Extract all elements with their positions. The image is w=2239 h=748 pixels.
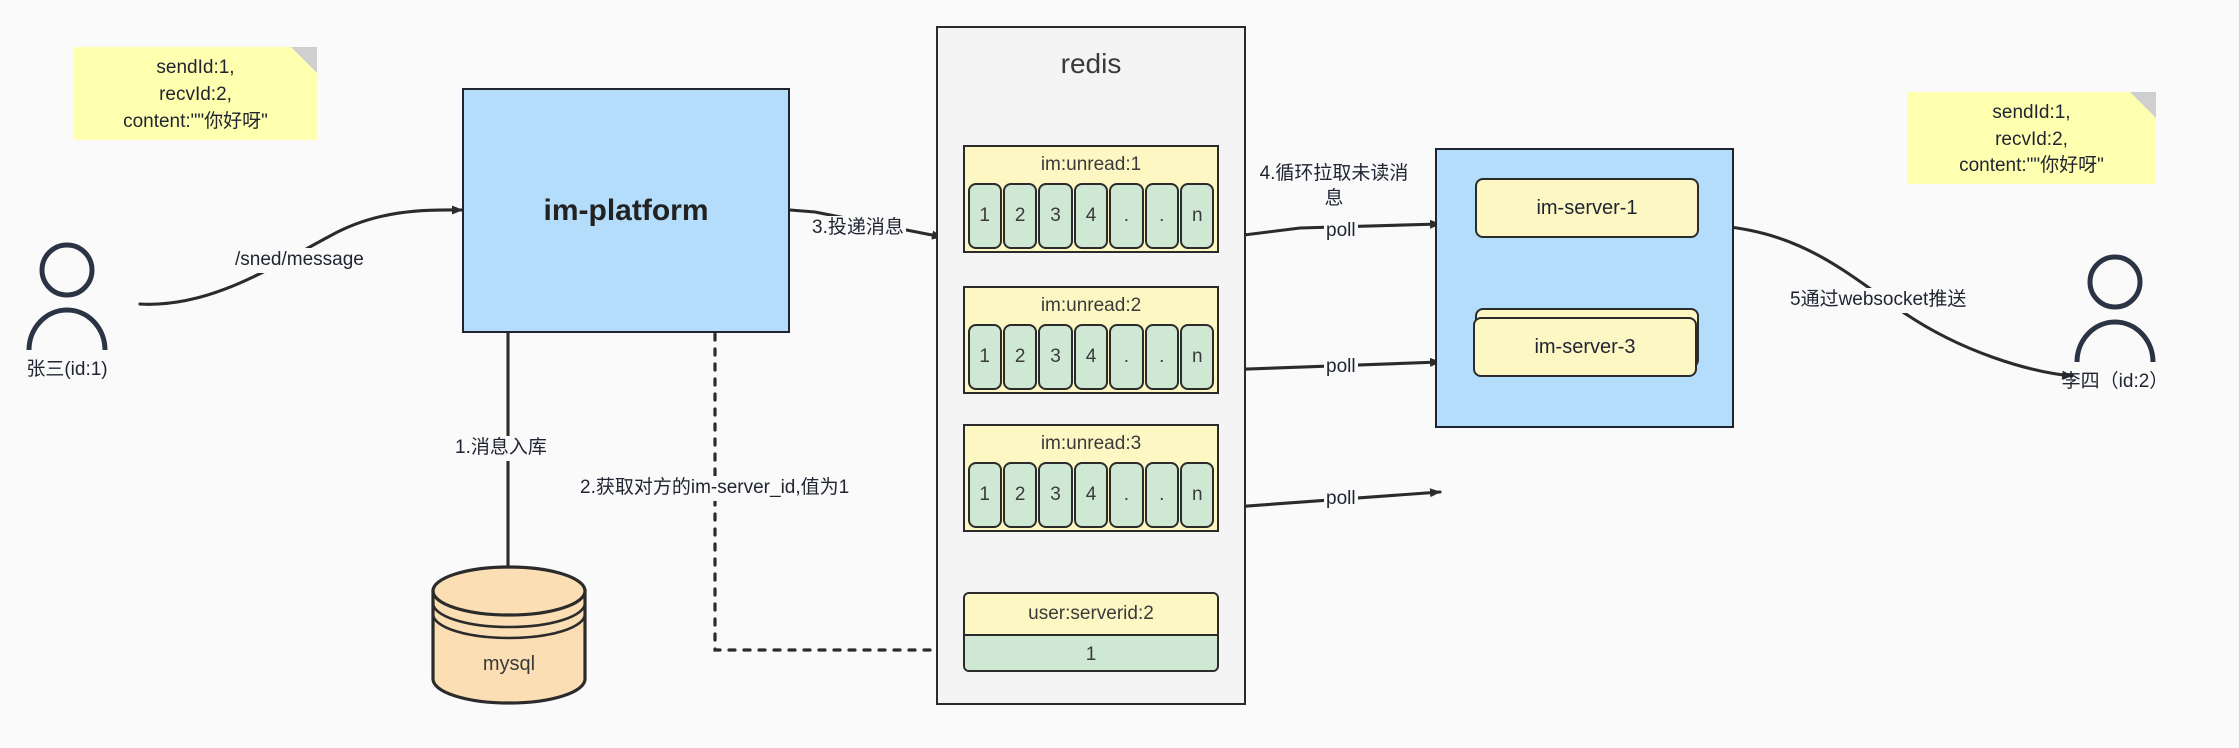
queue-cell: 4 [1073,462,1109,528]
queue-cell: 2 [1002,324,1038,390]
queue-cell: . [1109,183,1144,249]
queue-cell: n [1180,324,1215,390]
im-platform-label: im-platform [543,193,709,227]
queue-cell: 1 [967,183,1002,249]
queue-cell: n [1180,183,1215,249]
edge-label-poll-1: poll [1324,219,1358,244]
im-server-3-box[interactable]: im-server-3 [1473,317,1697,377]
queue-cell: 3 [1038,183,1073,249]
queue-cell: 4 [1073,324,1109,390]
edge-label-step4: 4.循环拉取未读消息 [1252,162,1416,212]
redis-queue-1[interactable]: im:unread:2 1 2 3 4 . . n [963,286,1219,394]
mysql-database[interactable]: mysql [428,565,590,705]
redis-kv-key: user:serverid:2 [965,594,1217,634]
edge-label-poll-2: poll [1324,355,1358,380]
redis-queue-2-cells: 1 2 3 4 . . n [967,462,1215,528]
edge-label-poll-3: poll [1324,487,1358,512]
queue-cell: . [1109,462,1144,528]
redis-kv-value: 1 [965,634,1217,670]
queue-cell: 2 [1002,183,1038,249]
im-server-1-label: im-server-1 [1536,196,1638,219]
edge-label-step5: 5通过websocket推送 [1788,288,1969,313]
im-platform-box[interactable]: im-platform [462,88,790,333]
note-right-text: sendId:1, recvId:2, content:""你好呀" [1959,101,2104,177]
queue-cell: 3 [1038,462,1073,528]
queue-cell: n [1180,462,1215,528]
redis-queue-1-cells: 1 2 3 4 . . n [967,324,1215,390]
note-left-text: sendId:1, recvId:2, content:""你好呀" [123,57,268,132]
actor-sender-label: 张三(id:1) [26,359,108,380]
edge-label-step2: 2.获取对方的im-server_id,值为1 [578,476,852,501]
user-icon [26,242,108,351]
redis-queue-1-key: im:unread:2 [1040,295,1142,316]
redis-kv-user-serverid[interactable]: user:serverid:2 1 [963,592,1219,672]
mysql-label: mysql [482,653,536,675]
actor-sender: 张三(id:1) [24,240,110,380]
redis-queue-0[interactable]: im:unread:1 1 2 3 4 . . n [963,145,1219,253]
im-server-1-box[interactable]: im-server-1 [1475,178,1699,238]
note-fold-icon [291,47,317,73]
note-left-message: sendId:1, recvId:2, content:""你好呀" [74,47,317,140]
redis-queue-2[interactable]: im:unread:3 1 2 3 4 . . n [963,424,1219,532]
actor-receiver: 李四（id:2） [2062,252,2168,392]
queue-cell: 2 [1002,462,1038,528]
queue-cell: . [1144,324,1180,390]
note-fold-icon [2130,92,2156,118]
redis-queue-2-key: im:unread:3 [1040,433,1142,454]
queue-cell: . [1144,183,1180,249]
redis-queue-0-cells: 1 2 3 4 . . n [967,183,1215,249]
queue-cell: 3 [1038,324,1073,390]
edge-label-step3: 3.投递消息 [810,216,906,241]
database-cylinder-icon [431,565,587,705]
edge-label-step1: 1.消息入库 [453,436,549,461]
user-icon [2074,254,2156,363]
im-server-3-label: im-server-3 [1534,335,1636,358]
edge-label-send-message: /sned/message [233,248,366,273]
actor-receiver-label: 李四（id:2） [2061,371,2169,392]
im-server-cluster: im-server-1 im-server-2 [1435,148,1734,428]
queue-cell: 1 [967,462,1002,528]
redis-queue-0-key: im:unread:1 [1040,154,1142,175]
redis-title: redis [1060,48,1122,79]
queue-cell: . [1109,324,1144,390]
queue-cell: 4 [1073,183,1109,249]
queue-cell: . [1144,462,1180,528]
queue-cell: 1 [967,324,1002,390]
note-right-message: sendId:1, recvId:2, content:""你好呀" [1907,92,2156,184]
